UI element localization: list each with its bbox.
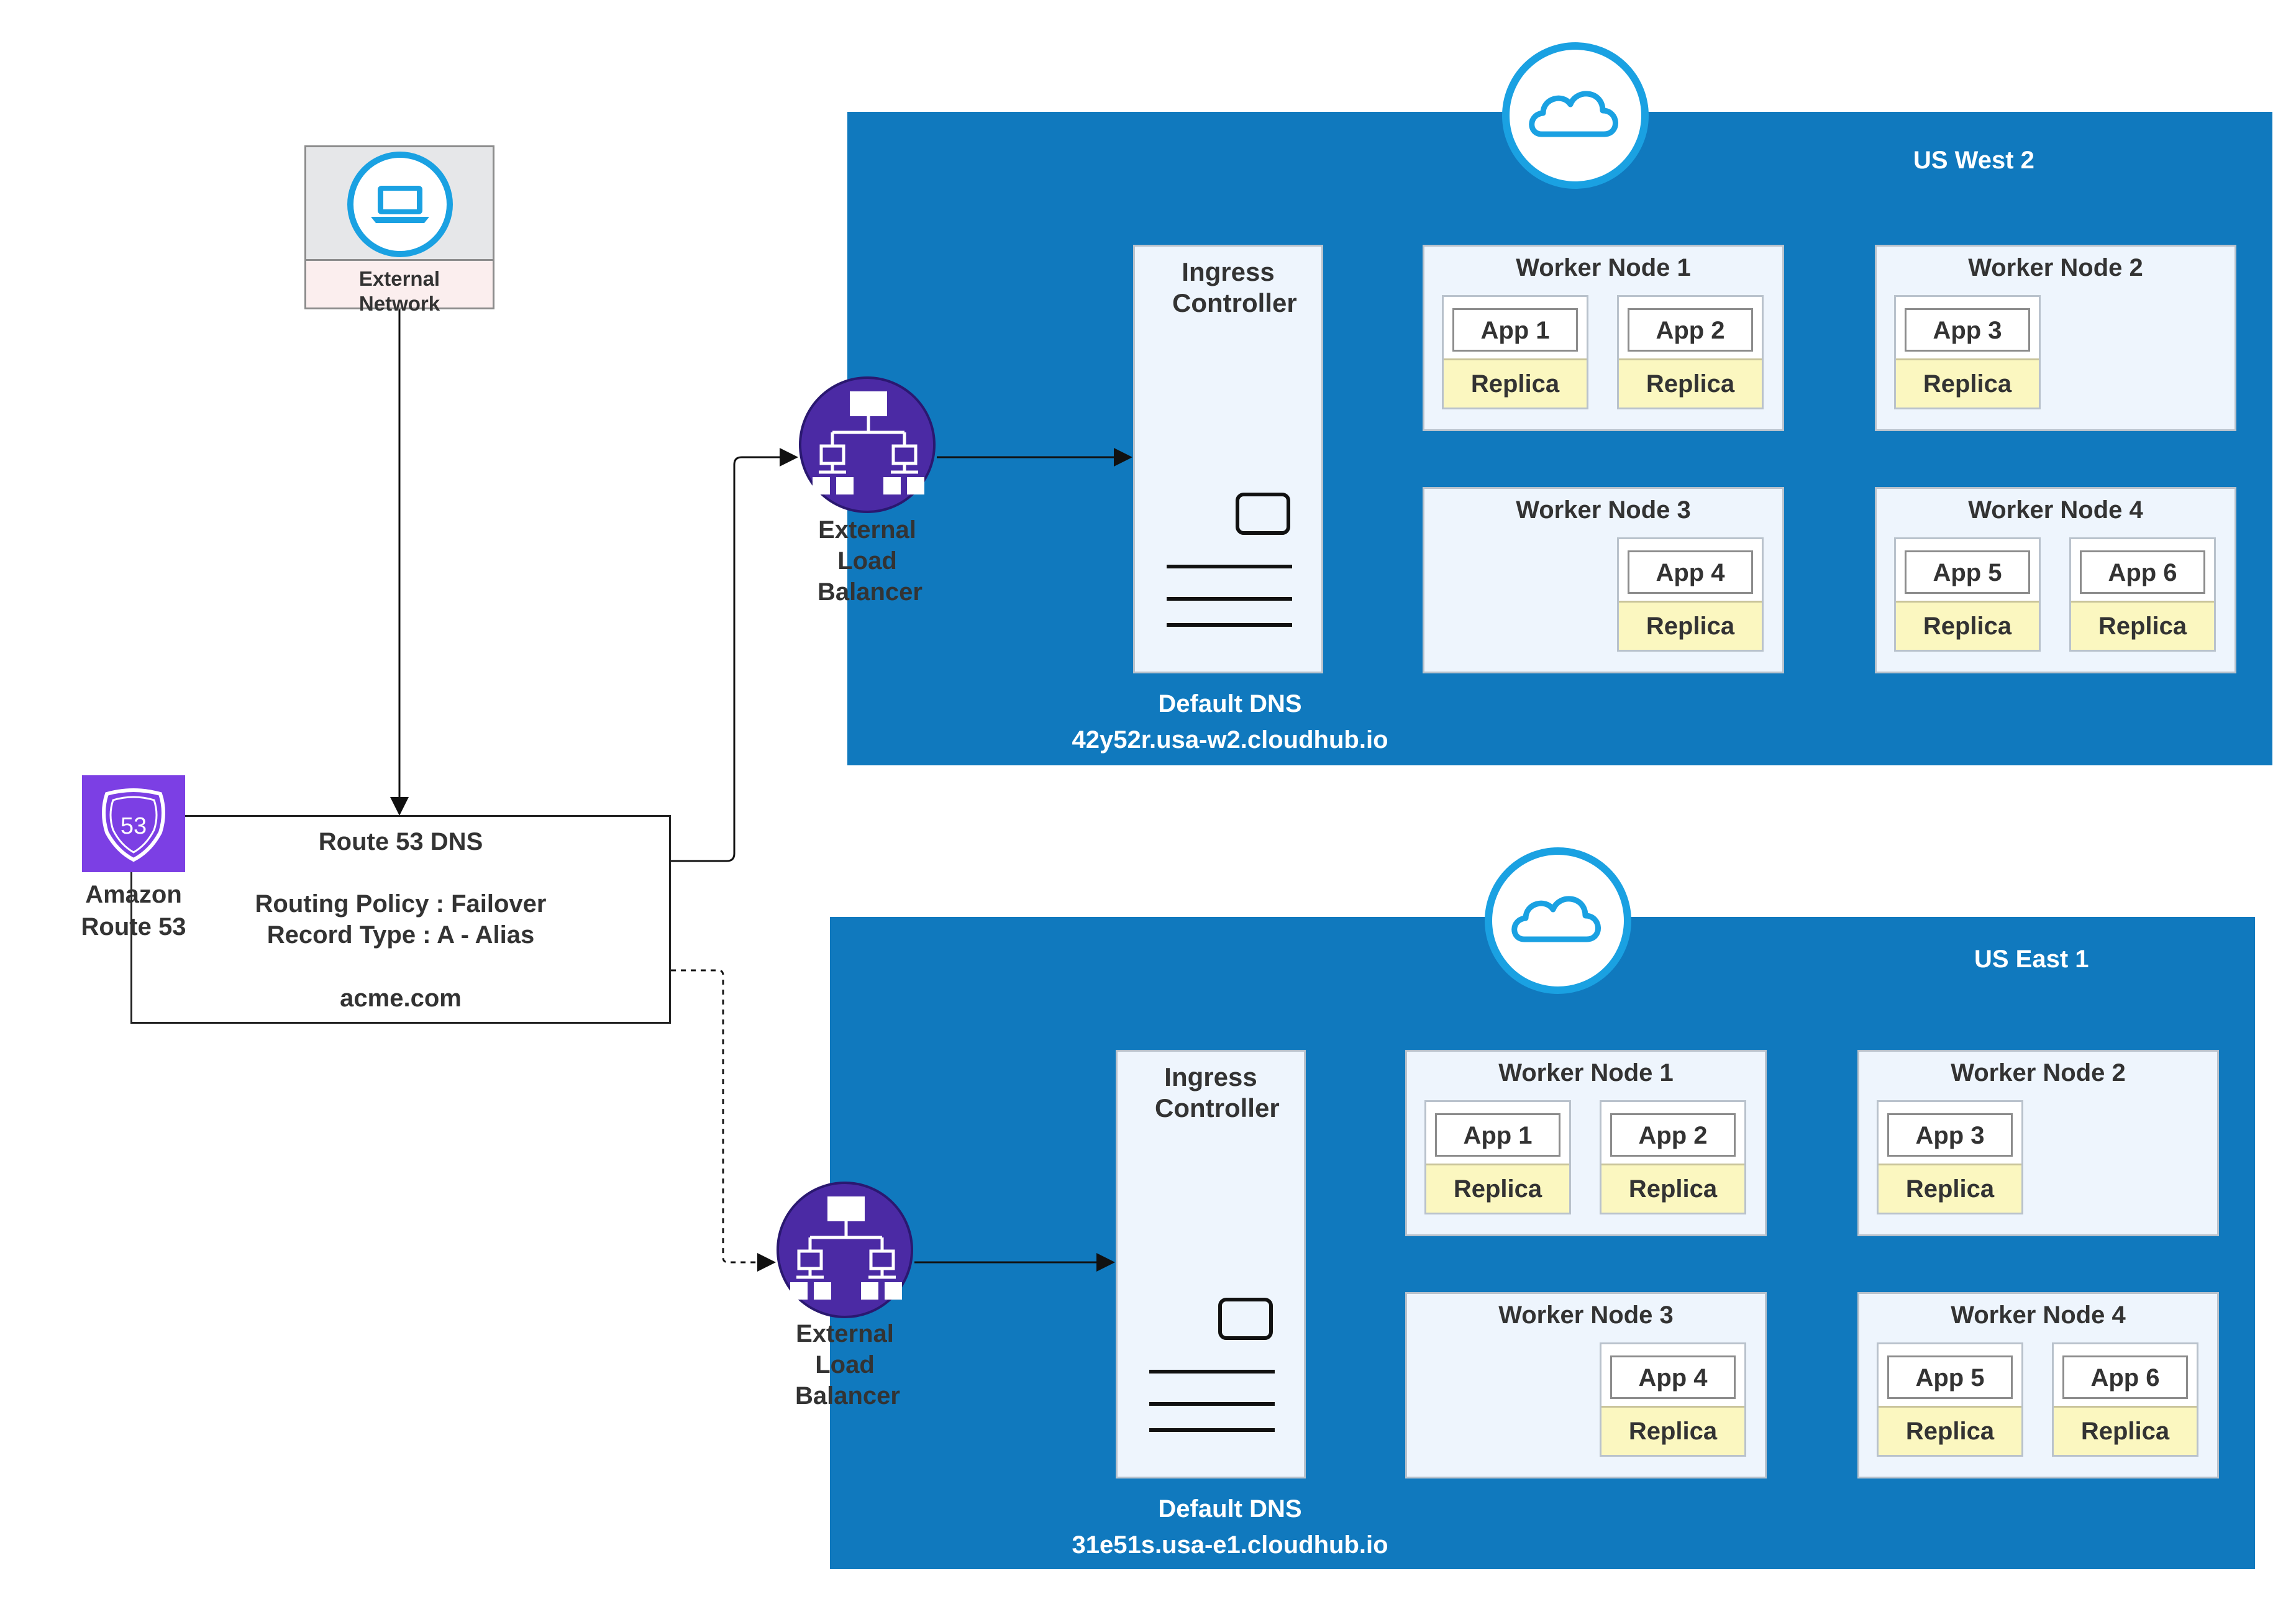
app-label: App 4 xyxy=(1610,1355,1736,1399)
load-balancer-icon xyxy=(813,391,924,494)
app-label: App 5 xyxy=(1887,1355,2013,1399)
route53-dns-title: Route 53 DNS xyxy=(318,828,483,855)
app-pod[interactable]: App 5 Replica xyxy=(1877,1342,2023,1457)
app-label: App 1 xyxy=(1435,1113,1560,1157)
server-icon xyxy=(1167,493,1292,627)
app-pod[interactable]: App 4 Replica xyxy=(1617,537,1764,652)
external-network-label-area xyxy=(306,259,493,308)
ingress-controller-label: Ingress Controller xyxy=(1172,257,1297,317)
route53-badge[interactable]: 53 xyxy=(82,775,185,872)
connector-route53-to-west-lb xyxy=(671,448,798,862)
worker-node[interactable]: Worker Node 2 App 3 Replica xyxy=(1875,245,2236,431)
default-dns-host: 42y52r.usa-w2.cloudhub.io xyxy=(1072,726,1388,754)
default-dns-title: Default DNS xyxy=(1158,1495,1302,1523)
ingress-controller-west[interactable]: Ingress Controller xyxy=(1133,245,1323,673)
worker-node-title: Worker Node 2 xyxy=(1968,254,2143,281)
replica-label: Replica xyxy=(1601,1164,1744,1213)
routing-policy-text: Routing Policy : Failover xyxy=(255,890,547,918)
server-icon xyxy=(1149,1298,1275,1432)
ingress-controller-label: Ingress Controller xyxy=(1155,1062,1280,1123)
replica-label: Replica xyxy=(1879,1406,2021,1455)
worker-node[interactable]: Worker Node 2 App 3 Replica xyxy=(1857,1050,2219,1236)
app-label: App 3 xyxy=(1905,308,2030,352)
app-label: App 1 xyxy=(1452,308,1578,352)
load-balancer-icon xyxy=(790,1196,902,1300)
worker-node-title: Worker Node 4 xyxy=(1968,496,2143,524)
external-network-node[interactable]: External Network xyxy=(304,145,494,315)
app-label: App 3 xyxy=(1887,1113,2013,1157)
route53-dns-box[interactable]: Route 53 DNS Routing Policy : Failover R… xyxy=(130,815,671,1024)
load-balancer-label-west: External Load Balancer xyxy=(818,516,922,606)
worker-node-title: Worker Node 1 xyxy=(1516,254,1691,281)
app-pod[interactable]: App 5 Replica xyxy=(1894,537,2041,652)
default-dns-host: 31e51s.usa-e1.cloudhub.io xyxy=(1072,1531,1388,1559)
default-dns-west: Default DNS 42y52r.usa-w2.cloudhub.io xyxy=(982,686,1478,758)
worker-node-title: Worker Node 2 xyxy=(1951,1059,2126,1086)
app-pod[interactable]: App 2 Replica xyxy=(1617,295,1764,409)
replica-label: Replica xyxy=(1601,1406,1744,1455)
cloud-icon xyxy=(1529,91,1618,137)
laptop-icon xyxy=(347,152,453,257)
record-type-text: Record Type : A - Alias xyxy=(266,921,535,949)
worker-node-title: Worker Node 1 xyxy=(1498,1059,1674,1086)
worker-node-title: Worker Node 4 xyxy=(1951,1301,2126,1329)
load-balancer-east[interactable] xyxy=(777,1182,913,1318)
cloud-icon xyxy=(1511,896,1601,942)
default-dns-title: Default DNS xyxy=(1158,690,1302,718)
app-label: App 6 xyxy=(2080,550,2205,594)
replica-label: Replica xyxy=(2054,1406,2197,1455)
ingress-controller-east[interactable]: Ingress Controller xyxy=(1116,1050,1306,1478)
worker-node[interactable]: Worker Node 3 App 4 Replica xyxy=(1405,1292,1767,1478)
worker-node[interactable]: Worker Node 4 App 5 Replica App 6 Replic… xyxy=(1875,487,2236,673)
default-dns-east: Default DNS 31e51s.usa-e1.cloudhub.io xyxy=(982,1491,1478,1563)
app-pod[interactable]: App 2 Replica xyxy=(1600,1100,1746,1214)
worker-node[interactable]: Worker Node 1 App 1 Replica App 2 Replic… xyxy=(1423,245,1784,431)
app-label: App 2 xyxy=(1610,1113,1736,1157)
app-label: App 2 xyxy=(1628,308,1753,352)
app-label: App 5 xyxy=(1905,550,2030,594)
replica-label: Replica xyxy=(2071,601,2214,650)
replica-label: Replica xyxy=(1619,601,1762,650)
load-balancer-west[interactable] xyxy=(799,376,936,513)
app-pod[interactable]: App 1 Replica xyxy=(1442,295,1588,409)
app-pod[interactable]: App 1 Replica xyxy=(1424,1100,1571,1214)
worker-node[interactable]: Worker Node 4 App 5 Replica App 6 Replic… xyxy=(1857,1292,2219,1478)
worker-node[interactable]: Worker Node 1 App 1 Replica App 2 Replic… xyxy=(1405,1050,1767,1236)
app-pod[interactable]: App 4 Replica xyxy=(1600,1342,1746,1457)
domain-text: acme.com xyxy=(340,985,462,1012)
replica-label: Replica xyxy=(1896,358,2039,408)
app-label: App 4 xyxy=(1628,550,1753,594)
replica-label: Replica xyxy=(1426,1164,1569,1213)
replica-label: Replica xyxy=(1896,601,2039,650)
connector-route53-to-east-lb xyxy=(671,969,776,1272)
app-label: App 6 xyxy=(2062,1355,2188,1399)
load-balancer-label-east: External Load Balancer xyxy=(795,1320,900,1410)
route53-shield-icon: 53 xyxy=(102,788,165,862)
route53-badge-number: 53 xyxy=(121,813,147,839)
amazon-route53-label: Amazon Route 53 xyxy=(81,881,186,941)
worker-node-title: Worker Node 3 xyxy=(1516,496,1691,524)
replica-label: Replica xyxy=(1879,1164,2021,1213)
region-label-us-west-2: US West 2 xyxy=(1913,147,2034,174)
replica-label: Replica xyxy=(1444,358,1587,408)
external-network-label: External Network xyxy=(358,267,440,315)
worker-node[interactable]: Worker Node 3 App 4 Replica xyxy=(1423,487,1784,673)
app-pod[interactable]: App 3 Replica xyxy=(1877,1100,2023,1214)
region-label-us-east-1: US East 1 xyxy=(1974,945,2089,973)
app-pod[interactable]: App 6 Replica xyxy=(2052,1342,2198,1457)
replica-label: Replica xyxy=(1619,358,1762,408)
worker-node-title: Worker Node 3 xyxy=(1498,1301,1674,1329)
app-pod[interactable]: App 6 Replica xyxy=(2069,537,2216,652)
app-pod[interactable]: App 3 Replica xyxy=(1894,295,2041,409)
